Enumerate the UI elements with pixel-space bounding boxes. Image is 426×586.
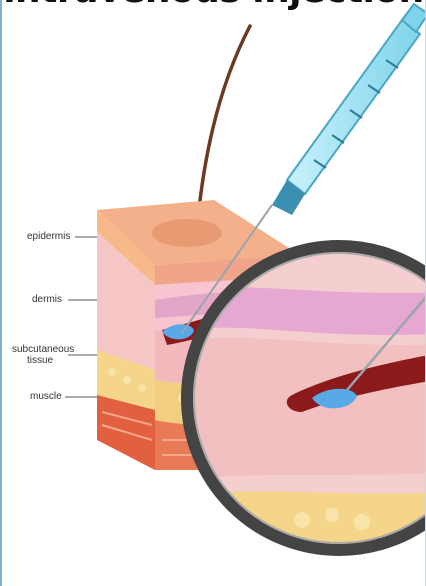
label-epidermis: epidermis <box>27 231 70 242</box>
syringe-barrel <box>287 20 420 194</box>
label-dermis: dermis <box>32 294 62 305</box>
magnifier-lens <box>187 246 426 550</box>
hair-strand <box>198 26 250 218</box>
skin-bump <box>152 219 222 247</box>
label-muscle: muscle <box>30 391 62 402</box>
label-subcutaneous-tissue: subcutaneous tissue <box>12 344 68 366</box>
